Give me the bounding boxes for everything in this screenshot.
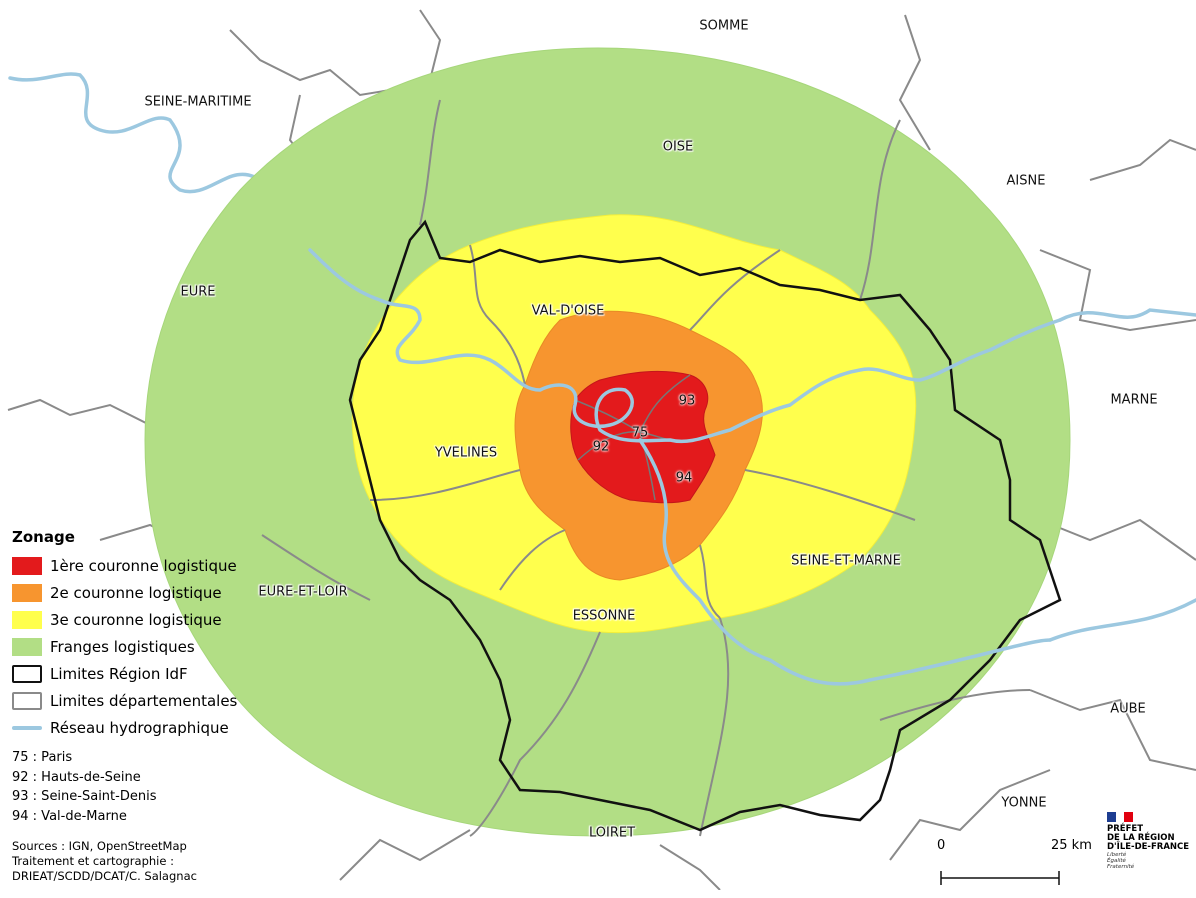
label-code-93: 93 bbox=[678, 393, 696, 409]
label-marne: MARNE bbox=[1110, 392, 1158, 408]
legend-label: 2e couronne logistique bbox=[50, 583, 222, 602]
premiere-couronne-zone bbox=[570, 370, 716, 504]
label-somme: SOMME bbox=[699, 18, 749, 34]
legend-item: 2e couronne logistique bbox=[12, 579, 252, 606]
logo-line: D'ÎLE-DE-FRANCE bbox=[1107, 842, 1190, 852]
label-seine-et-marne: SEINE-ET-MARNE bbox=[791, 553, 901, 569]
logo-line: PRÉFET bbox=[1107, 824, 1143, 834]
inner-department-borders bbox=[261, 99, 1031, 837]
logo-motto: Liberté bbox=[1107, 852, 1127, 858]
scale-start-label: 0 bbox=[937, 838, 946, 853]
legend-swatch bbox=[12, 583, 42, 602]
legend-label: Réseau hydrographique bbox=[50, 718, 229, 737]
label-yonne: YONNE bbox=[1001, 795, 1047, 811]
legend-label: 3e couronne logistique bbox=[50, 610, 222, 629]
department-codes: 75 : Paris 92 : Hauts-de-Seine 93 : Sein… bbox=[12, 748, 156, 826]
code-line: 94 : Val-de-Marne bbox=[12, 808, 127, 824]
legend-item: Franges logistiques bbox=[12, 633, 252, 660]
sources-note: Sources : IGN, OpenStreetMap Traitement … bbox=[12, 839, 197, 884]
legend-item: Limites départementales bbox=[12, 687, 252, 714]
label-seine-maritime: SEINE-MARITIME bbox=[144, 94, 252, 110]
code-line: 92 : Hauts-de-Seine bbox=[12, 769, 141, 785]
sources-line: DRIEAT/SCDD/DCAT/C. Salagnac bbox=[12, 869, 197, 883]
legend-label: Franges logistiques bbox=[50, 637, 195, 656]
prefecture-logo: PRÉFET DE LA RÉGION D'ÎLE-DE-FRANCE Libe… bbox=[1107, 812, 1195, 870]
logo-motto: Fraternité bbox=[1107, 864, 1135, 870]
scale-end-label: 25 km bbox=[1051, 838, 1092, 853]
label-val-doise: VAL-D'OISE bbox=[531, 303, 605, 319]
sources-line: Sources : IGN, OpenStreetMap bbox=[12, 839, 187, 853]
inner-rivers bbox=[308, 248, 1062, 686]
legend-label: Limites départementales bbox=[50, 691, 238, 710]
label-eure-et-loir: EURE-ET-LOIR bbox=[258, 584, 348, 600]
map-legend: Zonage 1ère couronne logistique 2e couro… bbox=[12, 528, 252, 741]
legend-title: Zonage bbox=[12, 528, 75, 546]
legend-item: 1ère couronne logistique bbox=[12, 552, 252, 579]
legend-swatch bbox=[12, 725, 42, 730]
code-line: 93 : Seine-Saint-Denis bbox=[12, 789, 157, 804]
legend-item: Réseau hydrographique bbox=[12, 714, 252, 741]
legend-item: 3e couronne logistique bbox=[12, 606, 252, 633]
scale-line bbox=[940, 871, 1060, 885]
logo-motto: Égalité bbox=[1107, 858, 1126, 864]
label-essonne: ESSONNE bbox=[572, 608, 636, 624]
legend-label: Limites Région IdF bbox=[50, 664, 188, 683]
legend-label: 1ère couronne logistique bbox=[50, 556, 237, 575]
legend-swatch bbox=[12, 610, 42, 629]
label-aisne: AISNE bbox=[1006, 173, 1046, 189]
legend-swatch bbox=[12, 664, 42, 683]
label-eure: EURE bbox=[180, 284, 216, 300]
outer-department-borders bbox=[7, 9, 1196, 890]
legend-swatch bbox=[12, 637, 42, 656]
label-code-94: 94 bbox=[675, 470, 693, 486]
legend-item: Limites Région IdF bbox=[12, 660, 252, 687]
sources-line: Traitement et cartographie : bbox=[12, 854, 174, 868]
legend-swatch bbox=[12, 691, 42, 710]
label-aube: AUBE bbox=[1110, 701, 1146, 717]
label-oise: OISE bbox=[662, 139, 694, 155]
label-code-92: 92 bbox=[592, 439, 610, 455]
label-loiret: LOIRET bbox=[588, 825, 636, 841]
label-yvelines: YVELINES bbox=[434, 445, 498, 461]
code-line: 75 : Paris bbox=[12, 750, 73, 765]
french-flag-icon bbox=[1107, 812, 1134, 822]
logo-line: DE LA RÉGION bbox=[1107, 833, 1175, 843]
label-code-75: 75 bbox=[631, 425, 649, 441]
region-idf-boundary bbox=[348, 219, 1062, 832]
legend-swatch bbox=[12, 556, 42, 575]
scale-bar: 0 25 km bbox=[935, 838, 1105, 888]
